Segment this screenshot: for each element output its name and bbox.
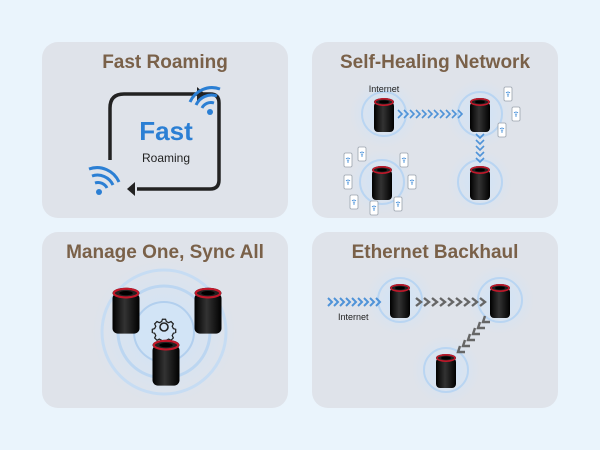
router-icon bbox=[371, 165, 393, 201]
wifi-icon bbox=[188, 86, 221, 115]
manage-sync-illustration bbox=[92, 260, 236, 404]
link-chevrons bbox=[397, 109, 485, 164]
phone-icon bbox=[497, 122, 507, 138]
phone-icon bbox=[503, 86, 513, 102]
phone-icon bbox=[393, 196, 403, 212]
router-icon bbox=[469, 165, 491, 201]
self-healing-card: Self-Healing Network Internet bbox=[312, 42, 558, 218]
router-icon bbox=[389, 283, 411, 319]
phone-icon bbox=[399, 152, 409, 168]
phone-icon bbox=[343, 152, 353, 168]
phone-icon bbox=[407, 174, 417, 190]
fast-roaming-illustration: Fast Roaming bbox=[88, 86, 221, 196]
card-title: Manage One, Sync All bbox=[66, 242, 264, 263]
internet-chevrons bbox=[327, 297, 382, 307]
phone-icon bbox=[349, 194, 359, 210]
fast-label: Fast bbox=[139, 116, 193, 146]
arrow-icon bbox=[127, 182, 135, 196]
ethernet-backhaul-illustration: Internet bbox=[327, 266, 534, 404]
wifi-icon bbox=[88, 166, 121, 195]
card-title: Self-Healing Network bbox=[339, 52, 531, 73]
router-icon bbox=[151, 338, 181, 387]
router-icon bbox=[373, 97, 395, 133]
router-icon bbox=[489, 283, 511, 319]
phone-icon bbox=[343, 174, 353, 190]
router-icon bbox=[193, 286, 223, 335]
ethernet-link bbox=[415, 297, 487, 307]
card-title: Fast Roaming bbox=[102, 52, 228, 73]
ethernet-link bbox=[456, 315, 490, 354]
internet-label: Internet bbox=[369, 84, 400, 94]
roaming-label: Roaming bbox=[142, 151, 190, 165]
router-icon bbox=[435, 353, 457, 389]
internet-label: Internet bbox=[338, 312, 369, 322]
phone-icon bbox=[369, 200, 379, 216]
phone-icon bbox=[357, 146, 367, 162]
card-title: Ethernet Backhaul bbox=[351, 242, 519, 263]
router-icon bbox=[469, 97, 491, 133]
router-icon bbox=[111, 286, 141, 335]
loop-line-top bbox=[108, 92, 192, 160]
fast-roaming-card: Fast Roaming Fast Roaming bbox=[42, 42, 288, 218]
self-healing-illustration: Internet bbox=[343, 80, 521, 216]
phone-icon bbox=[511, 106, 521, 122]
manage-sync-card: Manage One, Sync All bbox=[42, 232, 288, 408]
ethernet-backhaul-card: Ethernet Backhaul Internet bbox=[312, 232, 558, 408]
